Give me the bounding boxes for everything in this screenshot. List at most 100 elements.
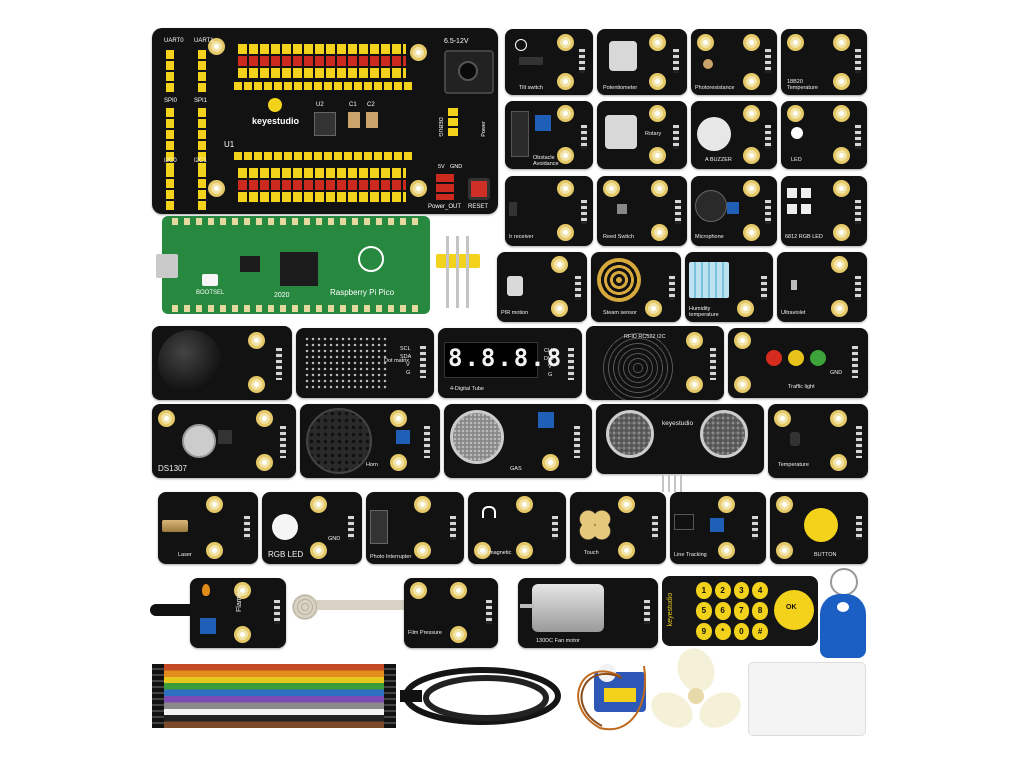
yellow-push-button[interactable] [804, 508, 838, 542]
laser-head [162, 520, 188, 532]
top-header-yellow [238, 68, 406, 78]
mount-hole [787, 34, 804, 51]
joystick-module [152, 326, 292, 400]
mount-hole [649, 73, 666, 90]
shield-c1: C1 [349, 102, 357, 108]
jumper-ends [152, 664, 164, 728]
remote-key[interactable]: 1 [696, 582, 712, 600]
pin-header [852, 346, 858, 378]
ultrasonic-brand: keyestudio [662, 420, 694, 427]
pico-rp2040-chip [280, 252, 318, 286]
pin-header [450, 516, 456, 540]
mount-hole [603, 180, 620, 197]
ds1307-module: DS1307 [152, 404, 296, 478]
top-header-red [238, 56, 406, 66]
microphone-label: Microphone [695, 234, 724, 240]
mount-hole [234, 626, 251, 643]
i2c-header [166, 168, 174, 212]
tube-module: 8.8.8.8 4-Digital Tube CLK DIO V G [438, 328, 582, 398]
bee-logo-icon [268, 98, 282, 112]
pot-blue [200, 618, 216, 634]
pin-header [581, 125, 587, 149]
ir-receiver-label: Ir receiver [509, 234, 534, 240]
pin-header [855, 49, 861, 73]
tube-display [444, 342, 538, 378]
laser-label: Laser [178, 552, 192, 558]
film-pressure-pad [292, 594, 318, 620]
dot-matrix-grid [304, 336, 388, 390]
capacitor [348, 112, 360, 128]
remote-key[interactable]: 4 [752, 582, 768, 600]
shield-gnd-label: GND [450, 164, 463, 170]
reset-button[interactable] [468, 178, 490, 200]
remote-key[interactable]: 2 [714, 582, 731, 600]
mount-hole [410, 180, 427, 197]
mount-hole [516, 542, 533, 559]
remote-key[interactable]: * [714, 622, 731, 640]
debug-header [448, 108, 458, 138]
mount-hole [787, 105, 804, 122]
socket-rail [234, 152, 412, 160]
pin-header [568, 348, 574, 380]
remote-key[interactable]: 3 [733, 582, 750, 600]
usb-cable [400, 667, 561, 725]
reed-label: Reed Switch [603, 234, 634, 240]
pico-year: 2020 [274, 292, 290, 299]
steam-label: Steam sensor [603, 310, 637, 316]
mount-hole [158, 410, 175, 427]
buzzer-body [697, 117, 731, 151]
remote-key[interactable]: 8 [752, 602, 768, 620]
i2c-right-label: I2C1 [194, 158, 207, 164]
line-tracking-label: Line Tracking [674, 552, 707, 558]
mount-hole [516, 496, 533, 513]
rfid-label: RFID RC522 I2C [624, 334, 666, 340]
mount-hole [645, 300, 662, 317]
remote-key[interactable]: 6 [714, 602, 731, 620]
mount-hole [686, 376, 703, 393]
pin-header [280, 426, 286, 458]
joystick-knob[interactable] [158, 330, 222, 394]
rgb-led [801, 204, 811, 214]
remote-key[interactable]: 0 [733, 622, 750, 640]
flame-led [150, 604, 194, 616]
shield-debug-label: DEBUG [436, 117, 443, 137]
remote-key[interactable]: 9 [696, 622, 712, 640]
pin-header-pin [466, 236, 469, 308]
rotary-module: Rotary [597, 101, 687, 169]
laser-module: Laser [158, 492, 258, 564]
mount-hole [686, 332, 703, 349]
spi-header [166, 108, 174, 168]
mount-hole [833, 180, 850, 197]
tilt-sensor-body [519, 57, 543, 65]
mount-hole [310, 496, 327, 513]
red-led [766, 350, 782, 366]
remote-key[interactable]: 7 [733, 602, 750, 620]
rotary-knob [605, 115, 637, 149]
mount-hole [248, 376, 265, 393]
mount-hole [410, 582, 427, 599]
traffic-light-module: Traffic light GND [728, 328, 868, 398]
i2c-header [198, 168, 206, 212]
rtc-chip [218, 430, 232, 444]
tilt-switch-module: Tilt switch [505, 29, 593, 95]
mount-hole [697, 34, 714, 51]
shield-power-out-label: Power_OUT [428, 204, 462, 210]
obstacle-label: Obstacle Avoidance [533, 155, 559, 167]
mount-hole [557, 224, 574, 241]
remote-key[interactable]: 5 [696, 602, 712, 620]
bootsel-button[interactable] [202, 274, 218, 286]
pir-sensor [507, 276, 523, 296]
mount-hole [551, 256, 568, 273]
expansion-shield: UART0 UART1 SPI0 SPI1 I2C0 I2C1 keyestud… [152, 28, 498, 214]
film-pressure-strip [294, 600, 408, 610]
mount-hole [718, 496, 735, 513]
remote-key[interactable]: # [752, 622, 768, 640]
mount-hole [310, 542, 327, 559]
mount-hole [776, 542, 793, 559]
pin-header [761, 276, 767, 300]
gas-sensor-mesh [450, 410, 504, 464]
remote-ok[interactable]: OK [786, 604, 797, 611]
pot-blue [710, 518, 724, 532]
mount-hole [649, 105, 666, 122]
pin-header [856, 426, 862, 458]
